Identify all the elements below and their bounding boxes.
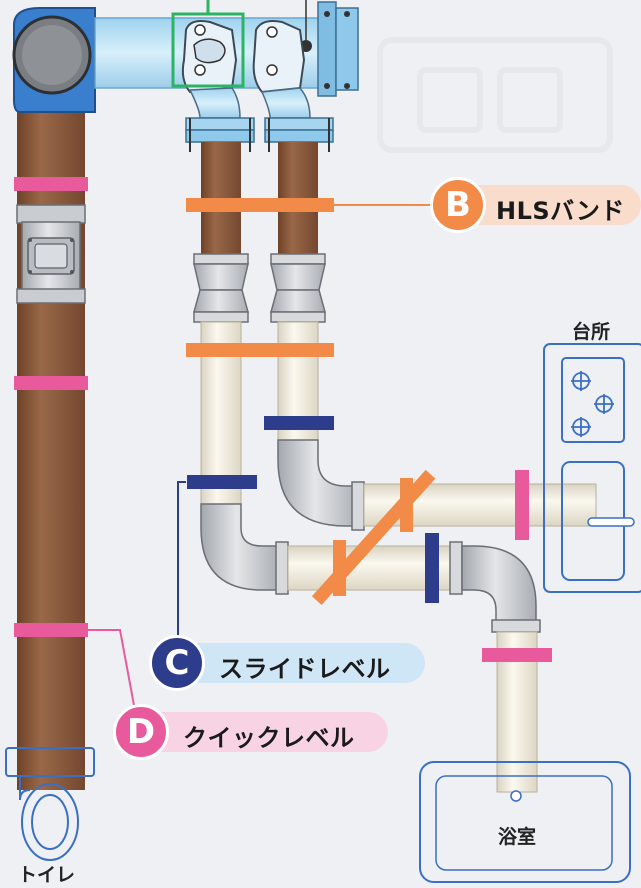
callout-b-label: HLSバンド xyxy=(496,197,625,225)
quick-level-bands xyxy=(482,470,552,662)
callout-slide-level: C スライドレベル xyxy=(149,633,425,693)
slide-level-band xyxy=(187,475,257,489)
kitchen-branch-pipe xyxy=(277,439,597,531)
callout-c-pill xyxy=(175,643,425,683)
stove-burner-icon xyxy=(571,371,614,437)
callout-b-badge: B xyxy=(430,177,486,233)
hls-band xyxy=(400,478,413,532)
hls-band xyxy=(186,198,334,212)
background-watermark xyxy=(377,37,613,153)
callout-quick-level: D クイックレベル xyxy=(113,702,388,762)
branch-fitting-left xyxy=(181,20,241,119)
hls-bands xyxy=(186,198,436,605)
toilet-fixture xyxy=(5,747,95,861)
bathtub-fixture xyxy=(419,761,631,883)
slide-level-band xyxy=(264,416,334,430)
faucet-icon xyxy=(587,517,635,527)
drain-icon xyxy=(510,790,522,802)
callout-d-label: クイックレベル xyxy=(183,724,355,752)
quick-level-band xyxy=(515,470,529,540)
callout-d-badge: D xyxy=(113,704,169,760)
toilet-drain-pipe xyxy=(14,110,88,790)
quick-level-band xyxy=(14,177,88,191)
branch-fitting-right xyxy=(252,20,311,119)
callout-c-badge: C xyxy=(149,635,205,691)
kitchen-fixture xyxy=(543,343,641,593)
leader-line-d xyxy=(88,629,137,717)
leader-line-c xyxy=(177,481,188,641)
quick-level-band xyxy=(14,376,88,390)
kitchen-label: 台所 xyxy=(572,321,611,343)
bath-label: 浴室 xyxy=(498,826,537,848)
top-header-pipe xyxy=(12,0,359,152)
callout-d-pill xyxy=(139,712,388,752)
slide-level-bands xyxy=(187,416,439,603)
callout-c-label: スライドレベル xyxy=(219,655,391,683)
hls-band xyxy=(333,540,346,596)
quick-level-band xyxy=(482,648,552,662)
toilet-label: トイレ xyxy=(18,864,76,886)
hls-band xyxy=(186,343,334,357)
callout-hls-band: B HLSバンド xyxy=(430,175,641,235)
slide-level-band xyxy=(425,533,439,603)
quick-level-band xyxy=(14,623,88,637)
toilet-bowl-icon xyxy=(21,783,79,861)
